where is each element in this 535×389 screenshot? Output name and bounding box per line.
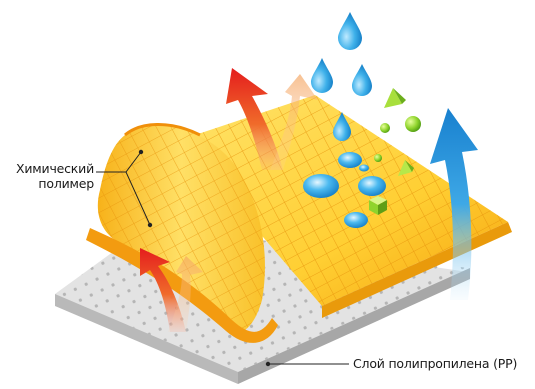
sphere-icon: [380, 123, 390, 133]
pp-leader-line: [265, 361, 349, 367]
cube-icon: [369, 196, 387, 215]
water-drop-icon: [311, 58, 333, 93]
polymer-leader-lines: [96, 149, 153, 228]
pp-layer-label: Слой полипропилена (PP): [353, 356, 518, 371]
moisture-arrow-icon: [430, 108, 478, 300]
steam-arrow-icon: [226, 68, 318, 170]
polymer-label-line2: полимер: [38, 176, 94, 191]
steam-arrow-icon: [140, 248, 203, 332]
water-drop-icon: [333, 112, 351, 141]
polymer-curl: [86, 123, 278, 343]
contaminants: [369, 88, 421, 215]
polymer-label-line1: Химический: [16, 161, 94, 176]
water-puddles: [303, 152, 386, 228]
pyramid-icon: [384, 88, 406, 108]
water-drops: [311, 12, 372, 141]
sphere-icon: [405, 116, 421, 132]
pyramid-icon: [398, 160, 414, 176]
polymer-label: Химический полимер: [8, 161, 94, 191]
water-drop-icon: [352, 64, 372, 96]
sphere-icon: [374, 154, 382, 162]
water-drop-icon: [338, 12, 362, 50]
